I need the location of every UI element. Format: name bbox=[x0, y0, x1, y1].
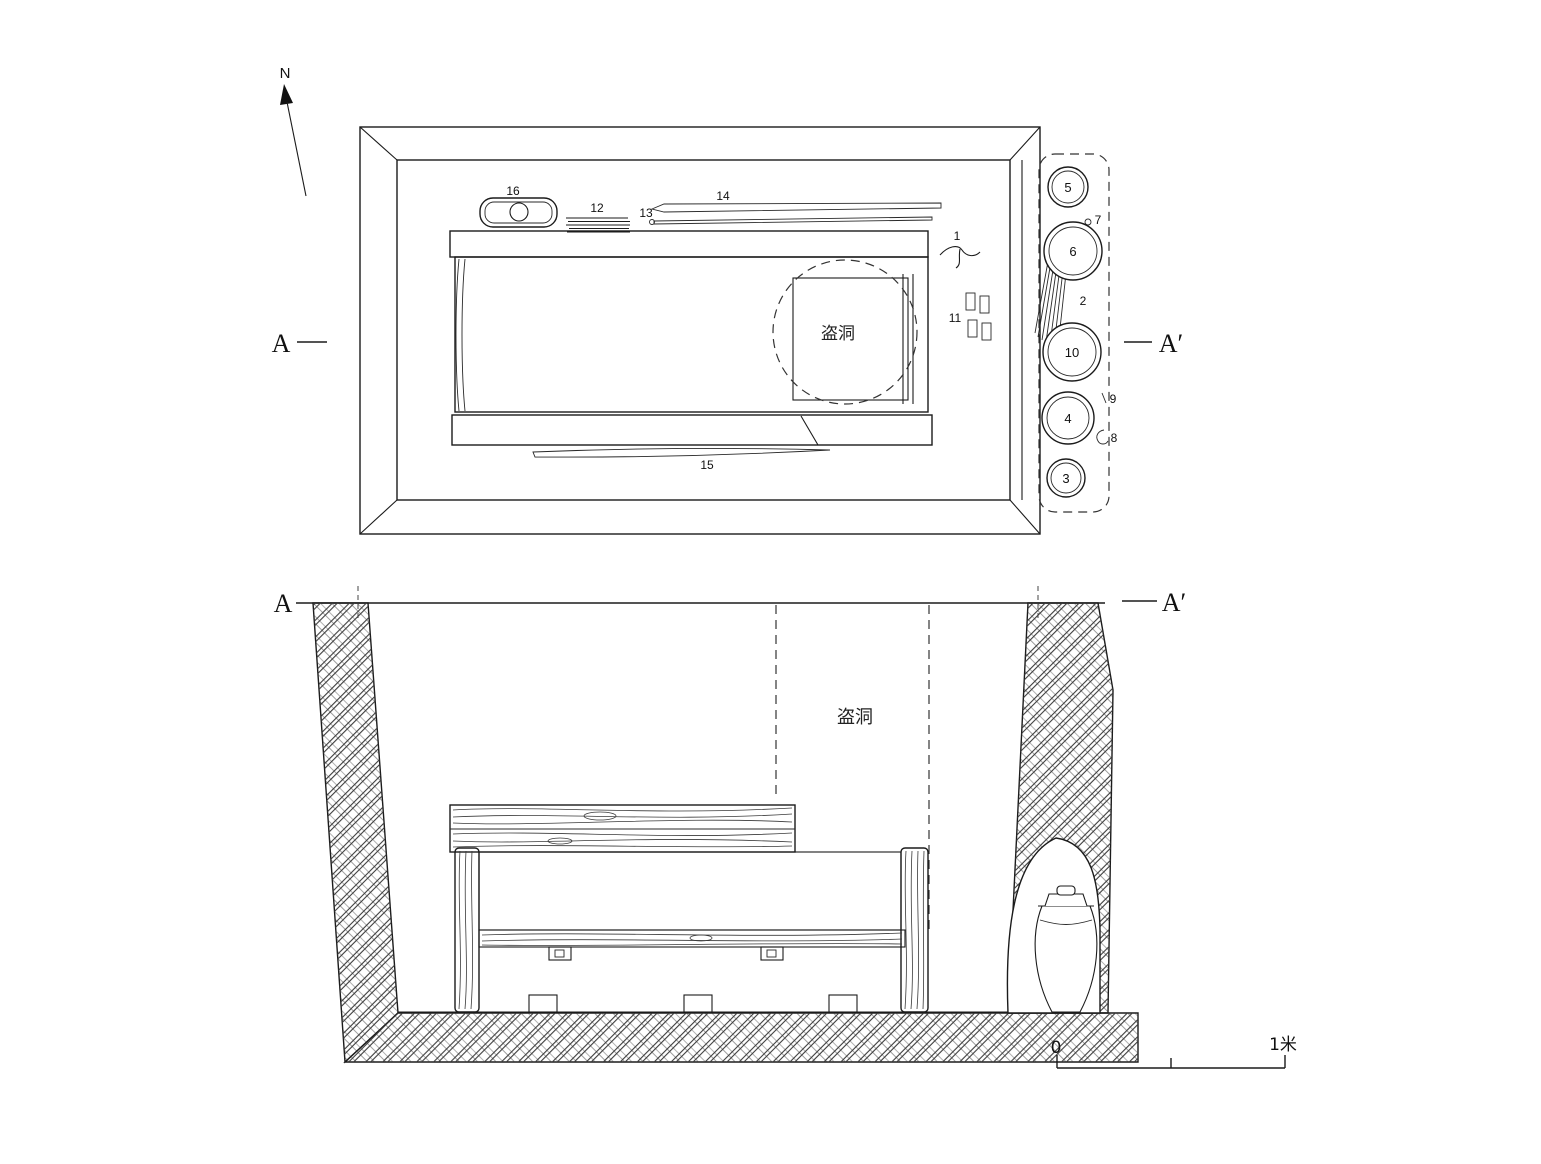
plan-view: N A A′ bbox=[272, 65, 1184, 535]
disturbed-coffin-box bbox=[792, 277, 909, 401]
east-end-board-lines bbox=[902, 274, 914, 404]
pit-corner-bevels bbox=[359, 126, 1041, 535]
plan-robber-hole-label: 盗洞 bbox=[821, 324, 855, 344]
artifacts-plan: 16 12 14 13 1 11 15 bbox=[479, 184, 992, 472]
artifact-14-rod bbox=[650, 202, 942, 213]
vessel-lid bbox=[1044, 893, 1088, 907]
vessel-5: 5 bbox=[1047, 166, 1089, 208]
vessel-10: 10 bbox=[1042, 322, 1102, 382]
artifact-label-13: 13 bbox=[639, 206, 653, 220]
pit-inner-edge bbox=[396, 159, 1011, 501]
artifact-11-plaques bbox=[965, 292, 992, 341]
artifact-label-9: 9 bbox=[1110, 392, 1117, 406]
vessel-number-10: 10 bbox=[1065, 345, 1079, 360]
coffin-feet bbox=[548, 946, 784, 961]
vessel-shoulder-line bbox=[1039, 919, 1093, 925]
north-label: N bbox=[280, 65, 291, 82]
artifact-1-piece bbox=[939, 246, 981, 269]
north-arrow: N bbox=[280, 65, 307, 197]
vessel-number-3: 3 bbox=[1062, 471, 1069, 486]
coffin-outline-plan bbox=[454, 256, 929, 413]
robber-hole-section: 盗洞 bbox=[775, 605, 930, 935]
section-view: A A′ bbox=[274, 586, 1297, 1069]
artifact-label-2: 2 bbox=[1080, 294, 1087, 308]
north-arrow-head bbox=[280, 84, 293, 105]
artifact-label-1: 1 bbox=[954, 229, 961, 243]
vessel-number-6: 6 bbox=[1069, 244, 1076, 259]
artifact-label-16: 16 bbox=[506, 184, 520, 198]
scale-bar-ticks bbox=[1056, 1055, 1286, 1068]
artifact-2-bundle bbox=[1034, 255, 1068, 348]
scale-bar: 0 1米 bbox=[1051, 1035, 1297, 1069]
artifact-15-stick bbox=[532, 447, 831, 458]
artifact-8-curl bbox=[1096, 429, 1109, 445]
vessel-knob bbox=[1056, 885, 1076, 896]
pit-floor bbox=[343, 1012, 1139, 1063]
chamber-lid-plank bbox=[449, 804, 796, 853]
artifact-13-tip bbox=[649, 219, 655, 225]
inner-coffin bbox=[478, 851, 902, 931]
west-end-board bbox=[454, 847, 480, 1013]
west-end-board-lines bbox=[455, 258, 466, 412]
vessel-number-4: 4 bbox=[1064, 411, 1071, 426]
artifact-9-mark bbox=[1101, 392, 1107, 404]
artifact-12-slips bbox=[566, 217, 630, 233]
robber-hole-circle bbox=[772, 259, 918, 405]
plan-section-markers: A A′ bbox=[272, 329, 1184, 358]
artifact-label-14: 14 bbox=[716, 189, 730, 203]
plan-marker-a-prime: A′ bbox=[1159, 329, 1183, 358]
section-marker-a-prime: A′ bbox=[1162, 588, 1186, 617]
artifact-16-inner bbox=[484, 201, 553, 224]
vessel-6: 6 bbox=[1043, 221, 1103, 281]
broken-plank-line bbox=[800, 415, 819, 446]
coffin-chamber-plan bbox=[449, 230, 933, 446]
section-marker-a: A bbox=[274, 589, 293, 618]
artifact-label-12: 12 bbox=[590, 201, 604, 215]
niche-vessel bbox=[1034, 885, 1098, 1013]
pit-outer-edge bbox=[359, 126, 1041, 535]
artifact-16-knob bbox=[509, 202, 529, 222]
scale-one-meter-label: 1米 bbox=[1269, 1035, 1297, 1055]
scale-zero-label: 0 bbox=[1051, 1038, 1062, 1058]
artifact-16-box bbox=[479, 197, 558, 228]
vessel-number-5: 5 bbox=[1064, 180, 1071, 195]
north-side-plank bbox=[449, 230, 929, 258]
artifact-label-11: 11 bbox=[949, 311, 962, 325]
wall-niche bbox=[1006, 837, 1101, 1014]
vessel-area-boundary bbox=[1038, 153, 1110, 513]
vessel-body bbox=[1034, 905, 1098, 1013]
tomb-pit-frame bbox=[359, 126, 1041, 535]
section-robber-hole-label: 盗洞 bbox=[837, 707, 873, 728]
coffin-bottom-plank bbox=[478, 929, 906, 948]
artifact-16-outer bbox=[479, 197, 558, 228]
north-arrow-shaft bbox=[286, 101, 307, 197]
artifact-label-15: 15 bbox=[700, 458, 714, 472]
left-pit-wall bbox=[312, 602, 399, 1064]
floor-sleepers bbox=[528, 994, 858, 1013]
south-side-plank bbox=[451, 414, 933, 446]
robber-hole-plan: 盗洞 bbox=[772, 259, 918, 405]
vessel-row-plan: 5 7 6 2 10 4 9 8 bbox=[1034, 153, 1118, 513]
vessel-3: 3 bbox=[1046, 458, 1086, 498]
artifact-13-rod bbox=[653, 216, 933, 225]
artifact-7-ring bbox=[1084, 218, 1092, 226]
vessel-4: 4 bbox=[1041, 391, 1095, 445]
artifact-label-7: 7 bbox=[1095, 213, 1102, 227]
coffin-section bbox=[398, 804, 1008, 1013]
artifact-label-8: 8 bbox=[1111, 431, 1118, 445]
plan-marker-a: A bbox=[272, 329, 291, 358]
